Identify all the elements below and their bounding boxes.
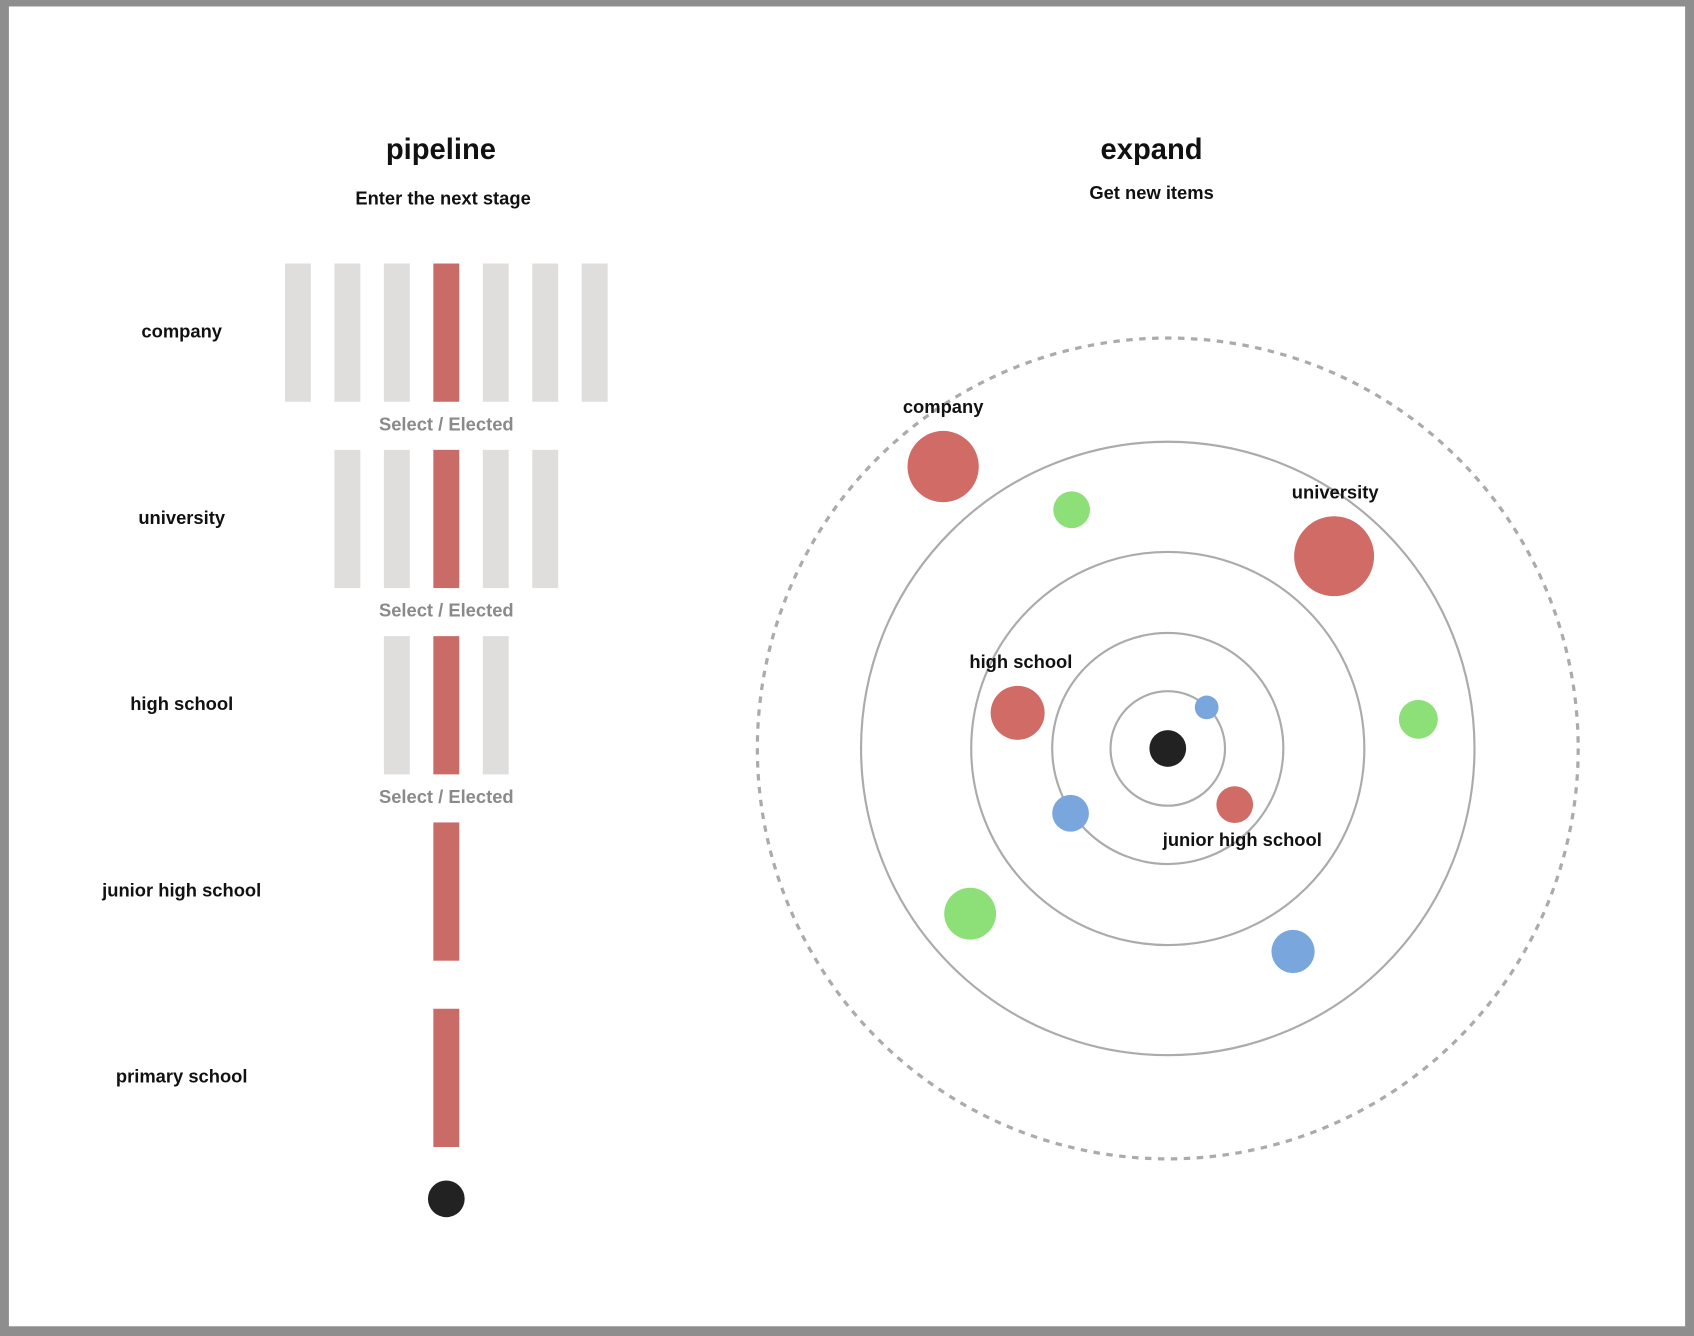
blue-node [1052,794,1089,832]
select-elected-label: Select / Elected [379,600,514,621]
stage-label: company [141,320,222,341]
candidate-bar [383,263,410,402]
pipeline-title: pipeline [386,134,496,166]
stage-label: junior high school [101,879,261,900]
selected-bar [433,449,460,589]
candidate-bar [532,449,559,589]
company-node [907,430,979,503]
university-node [1294,516,1375,597]
green-node [944,887,997,940]
label-university: university [1292,481,1380,502]
candidate-bar [532,263,559,402]
ring-university [970,550,1366,947]
candidate-bar [383,636,410,775]
green-node [1053,491,1091,529]
outer-dashed-ring [755,336,1580,1161]
blue-node [1271,929,1315,974]
expand-title: expand [1101,134,1203,166]
core-node [1149,730,1187,767]
select-elected-label: Select / Elected [379,786,514,807]
selected-bar [433,1008,460,1147]
ring-company [859,440,1476,1057]
label-junior-high-school: junior high school [1162,829,1322,850]
ring-high-school [1051,631,1285,866]
ring-junior-high [1109,690,1227,807]
label-high-school: high school [969,651,1072,672]
blue-node [1194,695,1219,720]
green-node [1398,699,1438,739]
expand-subtitle: Get new items [1089,182,1213,203]
label-company: company [903,396,984,417]
candidate-bar [482,263,509,402]
candidate-bar [284,263,311,402]
page-background [8,6,1686,1327]
candidate-bar [334,263,361,402]
selected-bar [433,636,460,775]
stage-label: high school [130,693,233,714]
candidate-bar [383,449,410,589]
selected-bar [433,822,460,961]
pipeline-origin-dot [427,1180,465,1218]
candidate-bar [581,263,608,402]
pipeline-subtitle: Enter the next stage [355,188,530,209]
junior-high-node [1216,786,1254,823]
high-school-node [990,685,1045,740]
selected-bar [433,263,460,402]
candidate-bar [482,449,509,589]
stage-label: university [138,507,226,528]
candidate-bar [334,449,361,589]
candidate-bar [482,636,509,775]
select-elected-label: Select / Elected [379,413,514,434]
stage-label: primary school [116,1066,248,1087]
